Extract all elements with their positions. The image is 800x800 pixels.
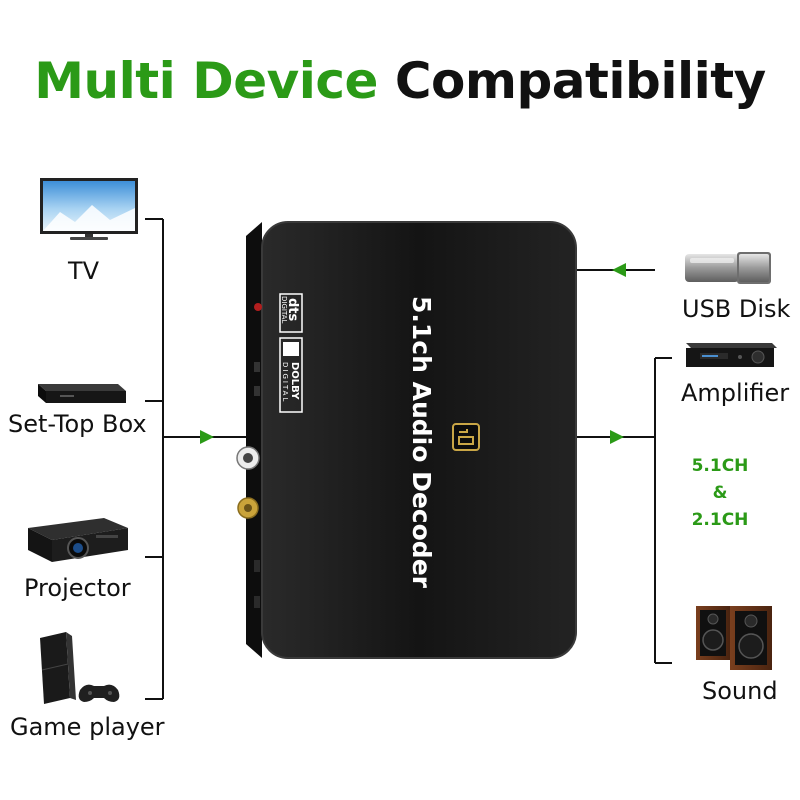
dts-logo-subtext: DIGITAL [280, 296, 288, 324]
title-part-black: Compatibility [394, 52, 766, 110]
usb-disk-icon [685, 252, 771, 284]
device-name: 5.1ch Audio Decoder [407, 296, 436, 588]
output-connector-lines [577, 269, 672, 664]
output-label-sound: Sound [702, 677, 778, 705]
usb-arrow-icon [612, 263, 626, 277]
input-arrow-icon [200, 430, 214, 444]
page-title: Multi Device Compatibility [0, 52, 800, 110]
input-label-projector: Projector [24, 574, 131, 602]
dolby-logo-subtext: DIGITAL [281, 362, 289, 404]
channel-line-2: & [712, 483, 728, 503]
tv-icon [40, 178, 138, 240]
dolby-logo-box [279, 337, 303, 413]
game-console-icon [40, 632, 120, 704]
input-label-game-player: Game player [10, 713, 165, 741]
amplifier-icon [686, 343, 777, 367]
projector-icon [28, 518, 128, 562]
channel-line-1: 5.1CH [691, 456, 749, 476]
output-label-amplifier: Amplifier [681, 379, 790, 407]
device-ports [236, 303, 262, 608]
title-part-green: Multi Device [34, 52, 378, 110]
dolby-logo-text: DOLBY [289, 362, 300, 400]
output-arrow-icon [610, 430, 624, 444]
channel-line-3: 2.1CH [691, 510, 749, 530]
audio-decoder-device [236, 221, 577, 659]
speaker-icon [696, 606, 772, 670]
set-top-box-icon [38, 384, 126, 403]
input-label-set-top-box: Set-Top Box [8, 410, 147, 438]
output-label-usb-disk: USB Disk [682, 295, 791, 323]
input-label-tv: TV [68, 257, 100, 285]
dts-logo-box [279, 293, 303, 333]
